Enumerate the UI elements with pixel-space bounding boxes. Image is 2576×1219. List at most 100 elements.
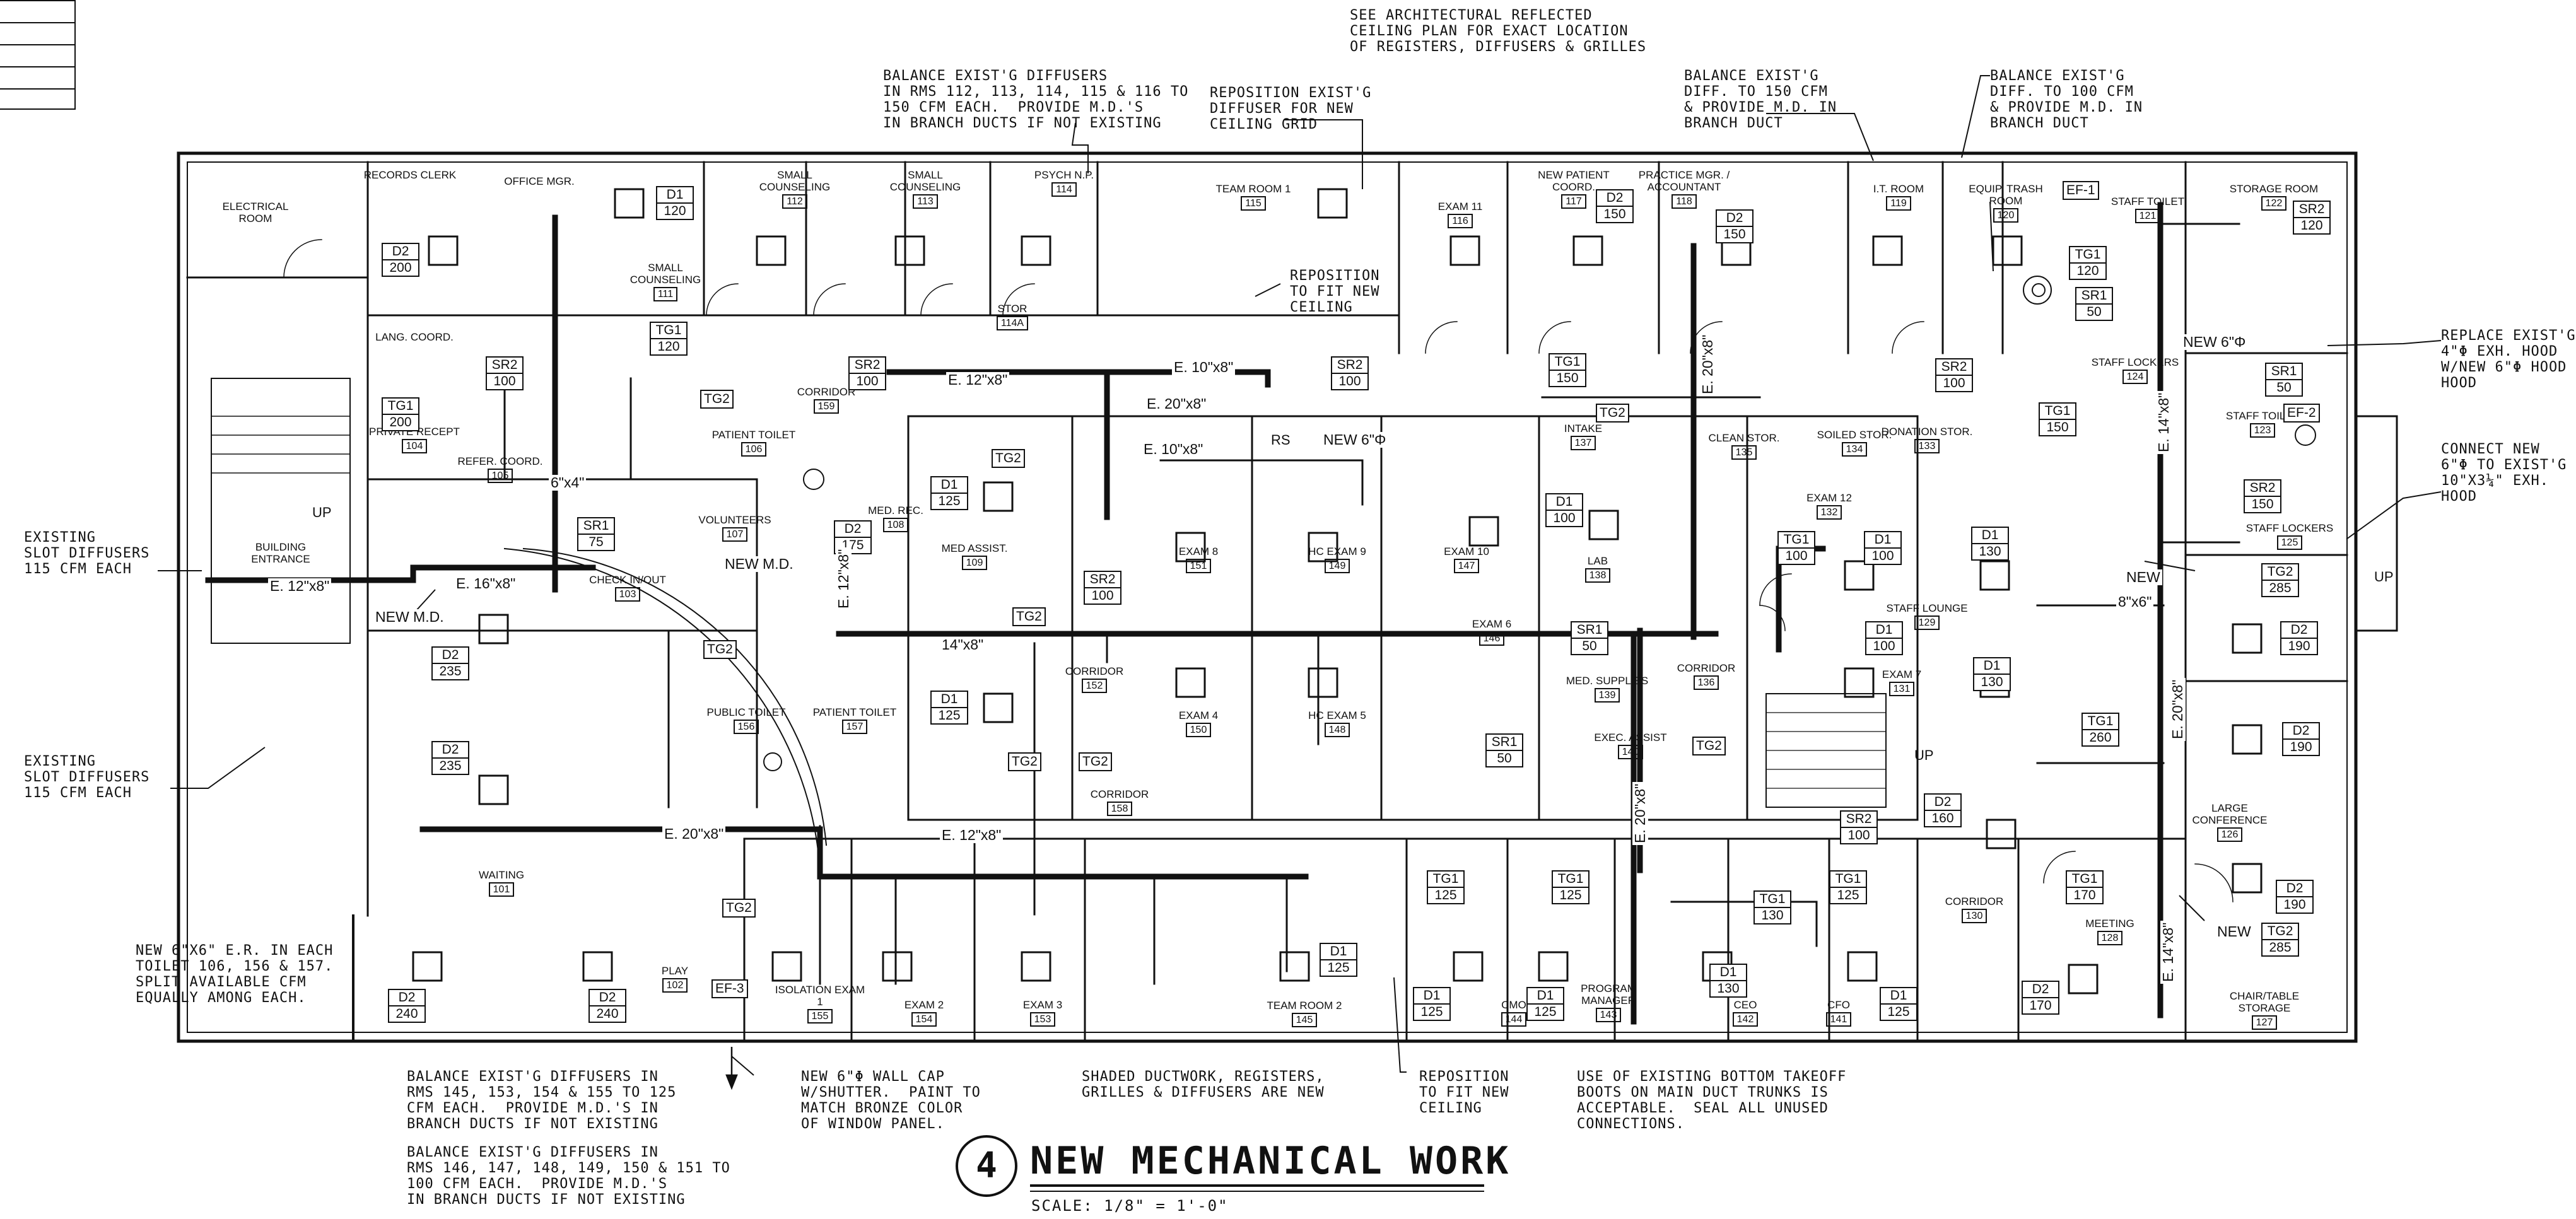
room-number: 136: [1693, 675, 1719, 690]
tag-code: TG1: [1553, 872, 1588, 888]
room-name: EXAM 2: [904, 999, 944, 1011]
room-name: LANG. COORD.: [375, 331, 454, 343]
duct-label: 14"x8": [940, 637, 986, 653]
room-number: 108: [882, 518, 909, 532]
duct-label: NEW 6"Φ: [1321, 432, 1388, 448]
room-name: STOR: [997, 303, 1027, 315]
room-name: OFFICE MGR.: [504, 175, 575, 187]
tag-code: TG2: [2263, 924, 2298, 940]
tag-code: D1: [1972, 528, 2008, 544]
room-name: LAB: [1587, 555, 1608, 567]
room-number: 113: [913, 194, 938, 209]
room-name: MED. REC.: [868, 505, 923, 516]
tag-cfm: 190: [2288, 639, 2310, 653]
equipment-tag: EF-1: [2063, 181, 2099, 200]
room-number: 154: [911, 1012, 937, 1027]
equipment-tag: TG2: [722, 899, 756, 918]
note-balance-146-151: BALANCE EXIST'G DIFFUSERS IN RMS 146, 14…: [407, 1145, 730, 1208]
room-name: EQUIP. TRASH ROOM: [1969, 183, 2043, 207]
tag-code: SR1: [2266, 364, 2302, 380]
tag-cfm: 130: [1979, 544, 2001, 559]
duct-label: E. 12"x8": [940, 827, 1004, 843]
duct-label: E. 20"x8": [662, 826, 726, 842]
tag-cfm: 50: [2087, 305, 2102, 319]
tag-code: D1: [1321, 944, 1356, 960]
room-name: EXAM 11: [1437, 201, 1483, 213]
tag-cfm: 200: [389, 415, 412, 429]
equipment-tag: TG2: [1692, 737, 1726, 755]
tag-code: D2: [433, 742, 468, 759]
room-name: HC EXAM 9: [1308, 545, 1366, 557]
room-name: EXAM 12: [1806, 492, 1852, 504]
duct-label: E. 12"x8": [268, 578, 332, 594]
note-connect-new: CONNECT NEW 6"Φ TO EXIST'G 10"x3¼" EXH. …: [2441, 441, 2567, 505]
room-number: 143: [1595, 1008, 1622, 1022]
room-name: PATIENT TOILET: [711, 429, 796, 441]
tag-code: D2: [835, 522, 870, 538]
room-name: EXAM 6: [1472, 618, 1512, 630]
note-balance-112-116: BALANCE EXIST'G DIFFUSERS IN RMS 112, 11…: [883, 68, 1189, 131]
room-name: PRACTICE MGR. / ACCOUNTANT: [1638, 169, 1730, 193]
room-label: OFFICE MGR.: [492, 175, 587, 187]
tag-cfm: 125: [938, 494, 961, 508]
east-wall: [2355, 415, 2398, 632]
tag-cfm: 125: [938, 708, 961, 723]
room-name: SOILED STOR.: [1817, 429, 1892, 441]
room-name: MEETING: [2085, 918, 2134, 930]
misc-label: RS: [1271, 432, 1291, 448]
tag-code: D1: [932, 477, 967, 494]
room-number: 150: [1185, 723, 1212, 737]
room-name: CHAIR/TABLE STORAGE: [2229, 990, 2300, 1014]
duct-label: E. 20"x8": [1699, 332, 1716, 396]
tag-cfm: 150: [1603, 207, 1626, 221]
room-name: CLEAN STOR.: [1708, 432, 1780, 444]
duct-label: E. 20"x8": [1145, 396, 1209, 412]
room-name: PLAY: [661, 965, 689, 977]
room-number: 145: [1291, 1013, 1318, 1027]
room-number: 105: [487, 469, 513, 483]
note-see-architectural: SEE ARCHITECTURAL REFLECTED CEILING PLAN…: [1350, 8, 1647, 55]
room-label: PSYCH N.P.114: [1017, 169, 1111, 197]
equipment-tag: TG2: [1008, 752, 1041, 771]
tag-cfm: 100: [493, 374, 516, 388]
room-number: 118: [1671, 194, 1697, 209]
tag-cfm: 125: [1887, 1005, 1910, 1019]
tag-code: D1: [1711, 965, 1746, 981]
misc-label: UP: [312, 505, 332, 520]
tag-cfm: 150: [1556, 371, 1579, 385]
room-name: CORRIDOR: [797, 386, 856, 398]
room-name: TEAM ROOM 2: [1267, 1000, 1342, 1012]
room-number: 142: [1732, 1012, 1759, 1027]
room-number: 104: [401, 439, 428, 453]
room-number: 132: [1816, 505, 1842, 520]
drawing-title: NEW MECHANICAL WORK: [1030, 1139, 1511, 1183]
tag-code: D2: [2277, 881, 2312, 897]
tag-code: TG1: [1779, 532, 1814, 549]
room-number: 144: [1501, 1012, 1527, 1027]
room-number: 159: [813, 399, 840, 414]
